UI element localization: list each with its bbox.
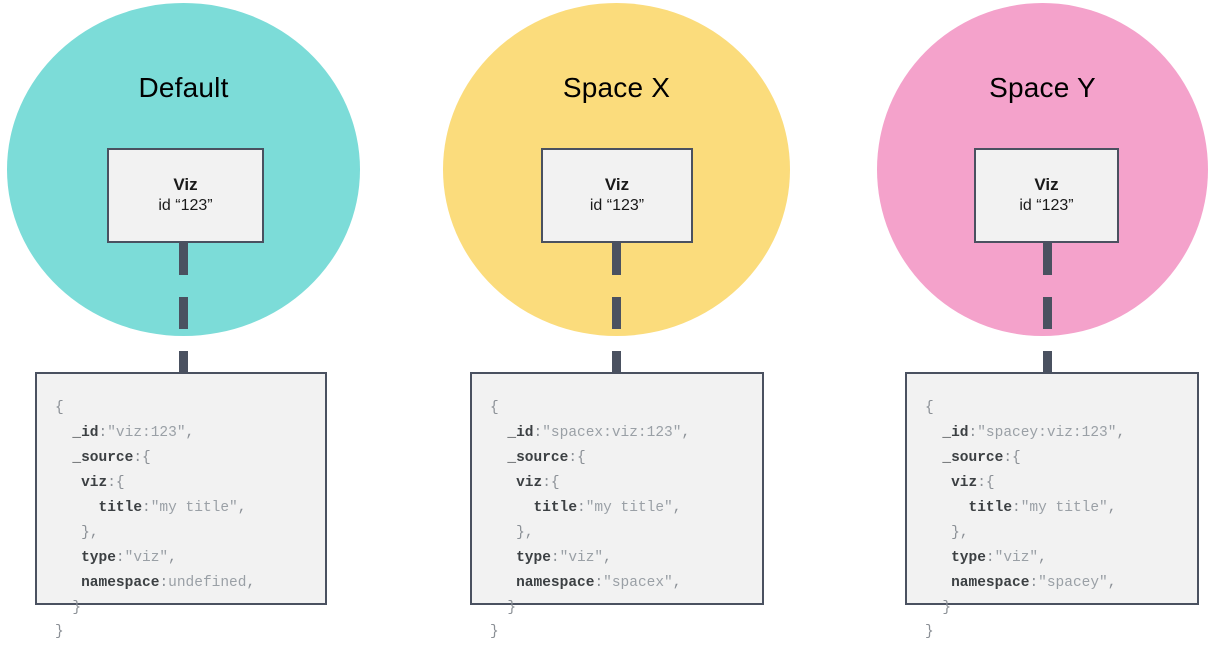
code-line: _source:{ <box>942 449 1021 466</box>
code-line: { <box>490 400 499 416</box>
code-line: namespace:"spacex", <box>516 574 682 591</box>
viz-id-label: id “123” <box>158 196 213 214</box>
document-source-code: { _id:"viz:123", _source:{ viz:{ title:"… <box>55 396 325 645</box>
code-line: _source:{ <box>72 449 151 466</box>
viz-type-label: Viz <box>1034 175 1059 195</box>
code-line: type:"viz", <box>951 549 1047 566</box>
connector-spacey <box>1043 243 1052 373</box>
code-line: } <box>55 624 64 641</box>
code-line: }, <box>516 524 534 541</box>
code-line: viz:{ <box>516 474 560 491</box>
code-line: namespace:undefined, <box>81 574 256 591</box>
code-line: } <box>507 599 517 616</box>
code-line: type:"viz", <box>81 549 177 566</box>
code-line: title:"my title", <box>98 499 247 516</box>
code-line: } <box>925 624 934 641</box>
viz-id-label: id “123” <box>589 196 645 214</box>
code-line: type:"viz", <box>516 549 612 566</box>
viz-type-label: Viz <box>604 175 630 195</box>
code-line: _id:"viz:123", <box>72 424 195 441</box>
document-source-code: { _id:"spacex:viz:123", _source:{ viz:{ … <box>490 396 762 645</box>
document-source-code: { _id:"spacey:viz:123", _source:{ viz:{ … <box>925 396 1197 645</box>
code-line: { <box>55 400 64 416</box>
code-line: _id:"spacey:viz:123", <box>942 424 1126 441</box>
document-source-spacey: { _id:"spacey:viz:123", _source:{ viz:{ … <box>905 372 1199 640</box>
code-line: } <box>72 599 82 616</box>
code-line: } <box>942 599 952 616</box>
code-line: } <box>490 624 499 641</box>
space-title-spacex: Space X <box>562 72 671 103</box>
code-line: _id:"spacex:viz:123", <box>507 424 691 441</box>
code-line: viz:{ <box>81 474 125 491</box>
code-line: }, <box>81 524 99 541</box>
code-line: title:"my title", <box>533 499 682 516</box>
code-line: _source:{ <box>507 449 586 466</box>
space-title-spacey: Space Y <box>989 72 1096 103</box>
code-line: }, <box>951 524 969 541</box>
connector-default <box>179 243 188 373</box>
code-line: title:"my title", <box>968 499 1117 516</box>
viz-type-label: Viz <box>173 175 198 195</box>
connector-spacex <box>612 243 621 373</box>
space-title-default: Default <box>138 72 229 103</box>
code-line: { <box>925 400 934 416</box>
document-source-spacex: { _id:"spacex:viz:123", _source:{ viz:{ … <box>470 372 764 640</box>
document-source-default: { _id:"viz:123", _source:{ viz:{ title:"… <box>35 372 327 640</box>
code-line: namespace:"spacey", <box>951 574 1117 591</box>
viz-id-label: id “123” <box>1019 196 1074 214</box>
code-line: viz:{ <box>951 474 995 491</box>
